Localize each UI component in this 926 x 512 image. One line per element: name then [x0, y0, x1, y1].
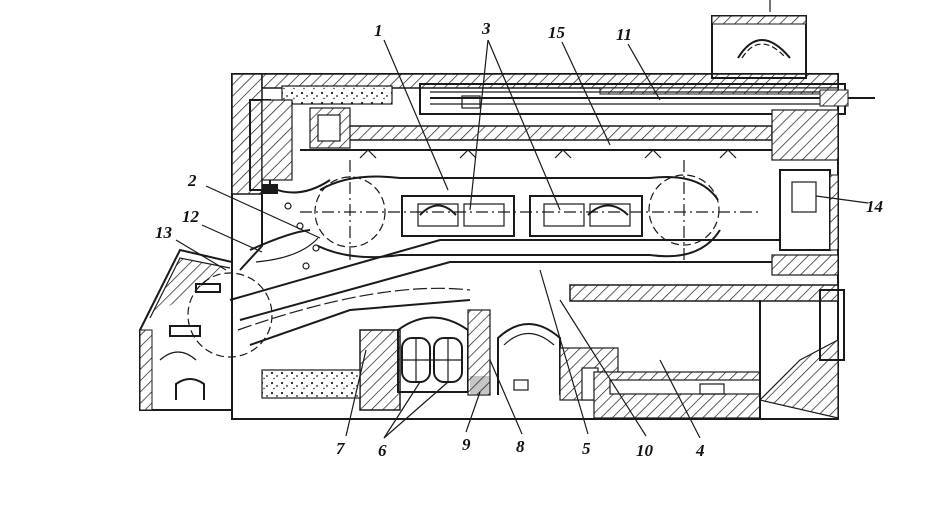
label-9: 9 — [462, 435, 471, 454]
baking-pans — [401, 195, 643, 237]
chimney — [711, 0, 807, 79]
front-feeder — [139, 248, 273, 411]
callout-labels: 1 3 15 11 2 12 13 14 7 6 9 8 5 10 4 — [155, 19, 883, 460]
leader-lines — [175, 39, 869, 439]
loading-chute — [229, 179, 780, 346]
label-3: 3 — [481, 19, 491, 38]
label-10: 10 — [636, 441, 654, 460]
steam-pipe — [419, 83, 875, 115]
left-flue — [249, 99, 351, 191]
label-2: 2 — [187, 171, 197, 190]
label-1: 1 — [374, 21, 383, 40]
label-12: 12 — [182, 207, 200, 226]
conveyor-belt — [300, 160, 760, 260]
ash-box — [569, 284, 845, 419]
right-housing — [771, 109, 839, 276]
label-15: 15 — [548, 23, 566, 42]
label-6: 6 — [378, 441, 387, 460]
label-11: 11 — [616, 25, 632, 44]
label-13: 13 — [155, 223, 173, 242]
firebox — [261, 309, 491, 411]
label-14: 14 — [866, 197, 883, 216]
label-7: 7 — [336, 439, 346, 458]
label-4: 4 — [695, 441, 705, 460]
label-5: 5 — [582, 439, 591, 458]
label-8: 8 — [516, 437, 525, 456]
